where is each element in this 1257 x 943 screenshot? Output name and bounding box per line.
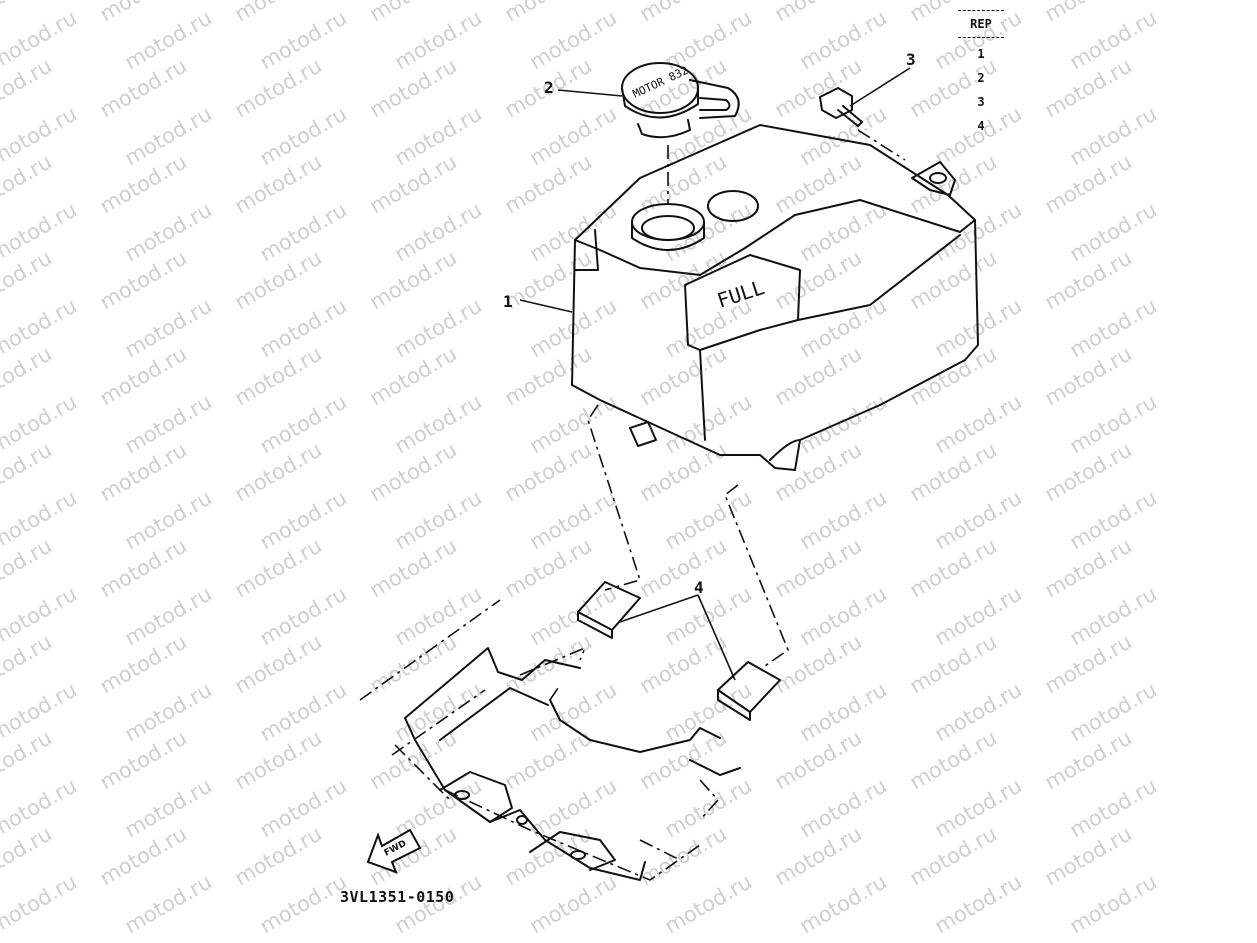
reservoir-cap [621,62,740,139]
rubber-pad-right [717,661,781,721]
rep-row-1: 1 [977,47,985,61]
rep-row-2: 2 [977,71,985,85]
cap-motor-label: MOTOR 832 [631,64,691,101]
callout-3: 3 [906,50,916,69]
callout-2: 2 [544,78,554,97]
assembly-lines [359,129,906,881]
callout-4: 4 [694,578,704,597]
drawing-id: 3VL1351-0150 [340,888,455,906]
rep-table: REP 1 2 3 4 [958,4,1004,138]
leader-lines [519,67,911,681]
reservoir-tank [571,124,979,471]
callout-1: 1 [503,292,513,311]
rep-rule-top [958,10,1004,11]
rep-row-4: 4 [977,119,985,133]
rep-rule-mid [958,37,1004,38]
rep-row-3: 3 [977,95,985,109]
forward-arrow-icon [366,828,422,874]
mounting-bracket [404,647,741,881]
rep-header: REP [970,17,992,31]
rubber-pad-left [577,581,641,639]
flange-bolt [819,87,863,127]
tank-full-label: FULL [714,275,767,313]
